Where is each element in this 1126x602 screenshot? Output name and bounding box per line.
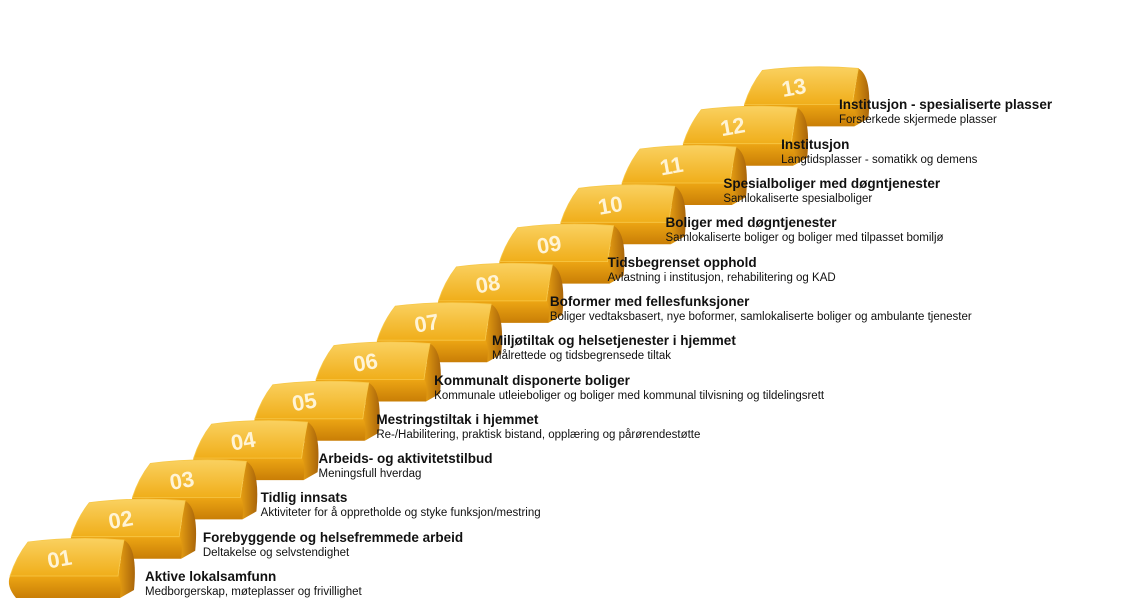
- step-subtitle: Aktiviteter for å oppretholde og styke f…: [260, 507, 541, 520]
- step-number: 10: [596, 191, 624, 220]
- step-front: [8, 576, 121, 598]
- step-number: 06: [351, 348, 379, 377]
- step-side: [362, 382, 380, 441]
- step-number: 09: [535, 230, 563, 259]
- step-number: 13: [780, 73, 808, 102]
- step-side: [668, 186, 686, 245]
- step-title: Kommunalt disponerte boliger: [434, 372, 630, 388]
- step-title: Mestringstiltak i hjemmet: [376, 411, 539, 427]
- step-side: [424, 343, 441, 402]
- step-side: [546, 264, 564, 323]
- step-top: [682, 105, 798, 145]
- step-title: Forebyggende og helsefremmede arbeid: [202, 529, 464, 545]
- step-side: [118, 540, 135, 598]
- step-number: 07: [412, 309, 440, 338]
- step-subtitle: Samlokaliserte spesialboliger: [723, 193, 873, 205]
- step-top: [499, 223, 615, 262]
- step-subtitle: Langtidsplasser - somatikk og demens: [781, 153, 978, 166]
- step-subtitle: Kommunale utleieboliger og boliger med k…: [434, 389, 825, 402]
- step-side: [730, 147, 747, 205]
- step-side: [485, 304, 503, 363]
- step-top: [70, 498, 186, 538]
- step-top: [437, 262, 553, 302]
- step-title: Aktive lokalsamfunn: [145, 569, 277, 584]
- step-subtitle: Forsterkede skjermede plasser: [839, 114, 997, 127]
- step-title: Tidsbegrenset opphold: [607, 254, 757, 270]
- step-subtitle: Målrettede og tidsbegrensede tiltak: [492, 350, 671, 363]
- step-title: Arbeids- og aktivitetstilbud: [318, 451, 493, 467]
- step-number: 11: [658, 152, 685, 181]
- step-number: 12: [718, 112, 746, 141]
- step-side: [240, 461, 258, 520]
- step-subtitle: Meningsfull hverdag: [318, 468, 422, 481]
- step-side: [179, 500, 197, 559]
- step-top: [193, 420, 309, 459]
- step-side: [852, 68, 870, 127]
- step-number: 02: [106, 505, 134, 534]
- step-title: Spesialboliger med døgntjenester: [723, 176, 941, 191]
- step-top: [376, 302, 492, 341]
- step-subtitle: Boliger vedtaksbasert, nye boformer, sam…: [549, 310, 972, 323]
- step-side: [791, 107, 809, 166]
- step-title: Tidlig innsats: [260, 490, 348, 506]
- step-01: 01: [8, 538, 135, 598]
- step-number: 08: [474, 270, 502, 299]
- step-top: [743, 66, 859, 105]
- step-top: [560, 184, 676, 223]
- step-side: [607, 225, 625, 284]
- step-title: Miljøtiltak og helsetjenester i hjemmet: [492, 333, 736, 349]
- step-number: 04: [229, 427, 258, 456]
- step-subtitle: Medborgerskap, møteplasser og frivilligh…: [145, 586, 362, 598]
- step-subtitle: Avlastning i institusjon, rehabilitering…: [607, 271, 836, 284]
- step-top: [315, 341, 431, 380]
- step-top: [9, 538, 125, 577]
- step-number: 03: [168, 466, 196, 495]
- step-side: [301, 422, 319, 481]
- step-top: [254, 380, 370, 420]
- step-title: Institusjon - spesialiserte plasser: [839, 97, 1053, 113]
- step-subtitle: Deltakelse og selvstendighet: [202, 546, 350, 559]
- step-number: 05: [290, 387, 318, 416]
- step-title: Institusjon: [781, 136, 850, 152]
- step-top: [621, 145, 737, 184]
- step-subtitle: Re-/Habilitering, praktisk bistand, oppl…: [376, 428, 701, 441]
- step-subtitle: Samlokaliserte boliger og boliger med ti…: [665, 232, 944, 245]
- step-title: Boformer med fellesfunksjoner: [549, 293, 750, 309]
- step-number: 01: [45, 545, 73, 574]
- step-title: Boliger med døgntjenester: [665, 215, 837, 231]
- step-top: [131, 459, 247, 498]
